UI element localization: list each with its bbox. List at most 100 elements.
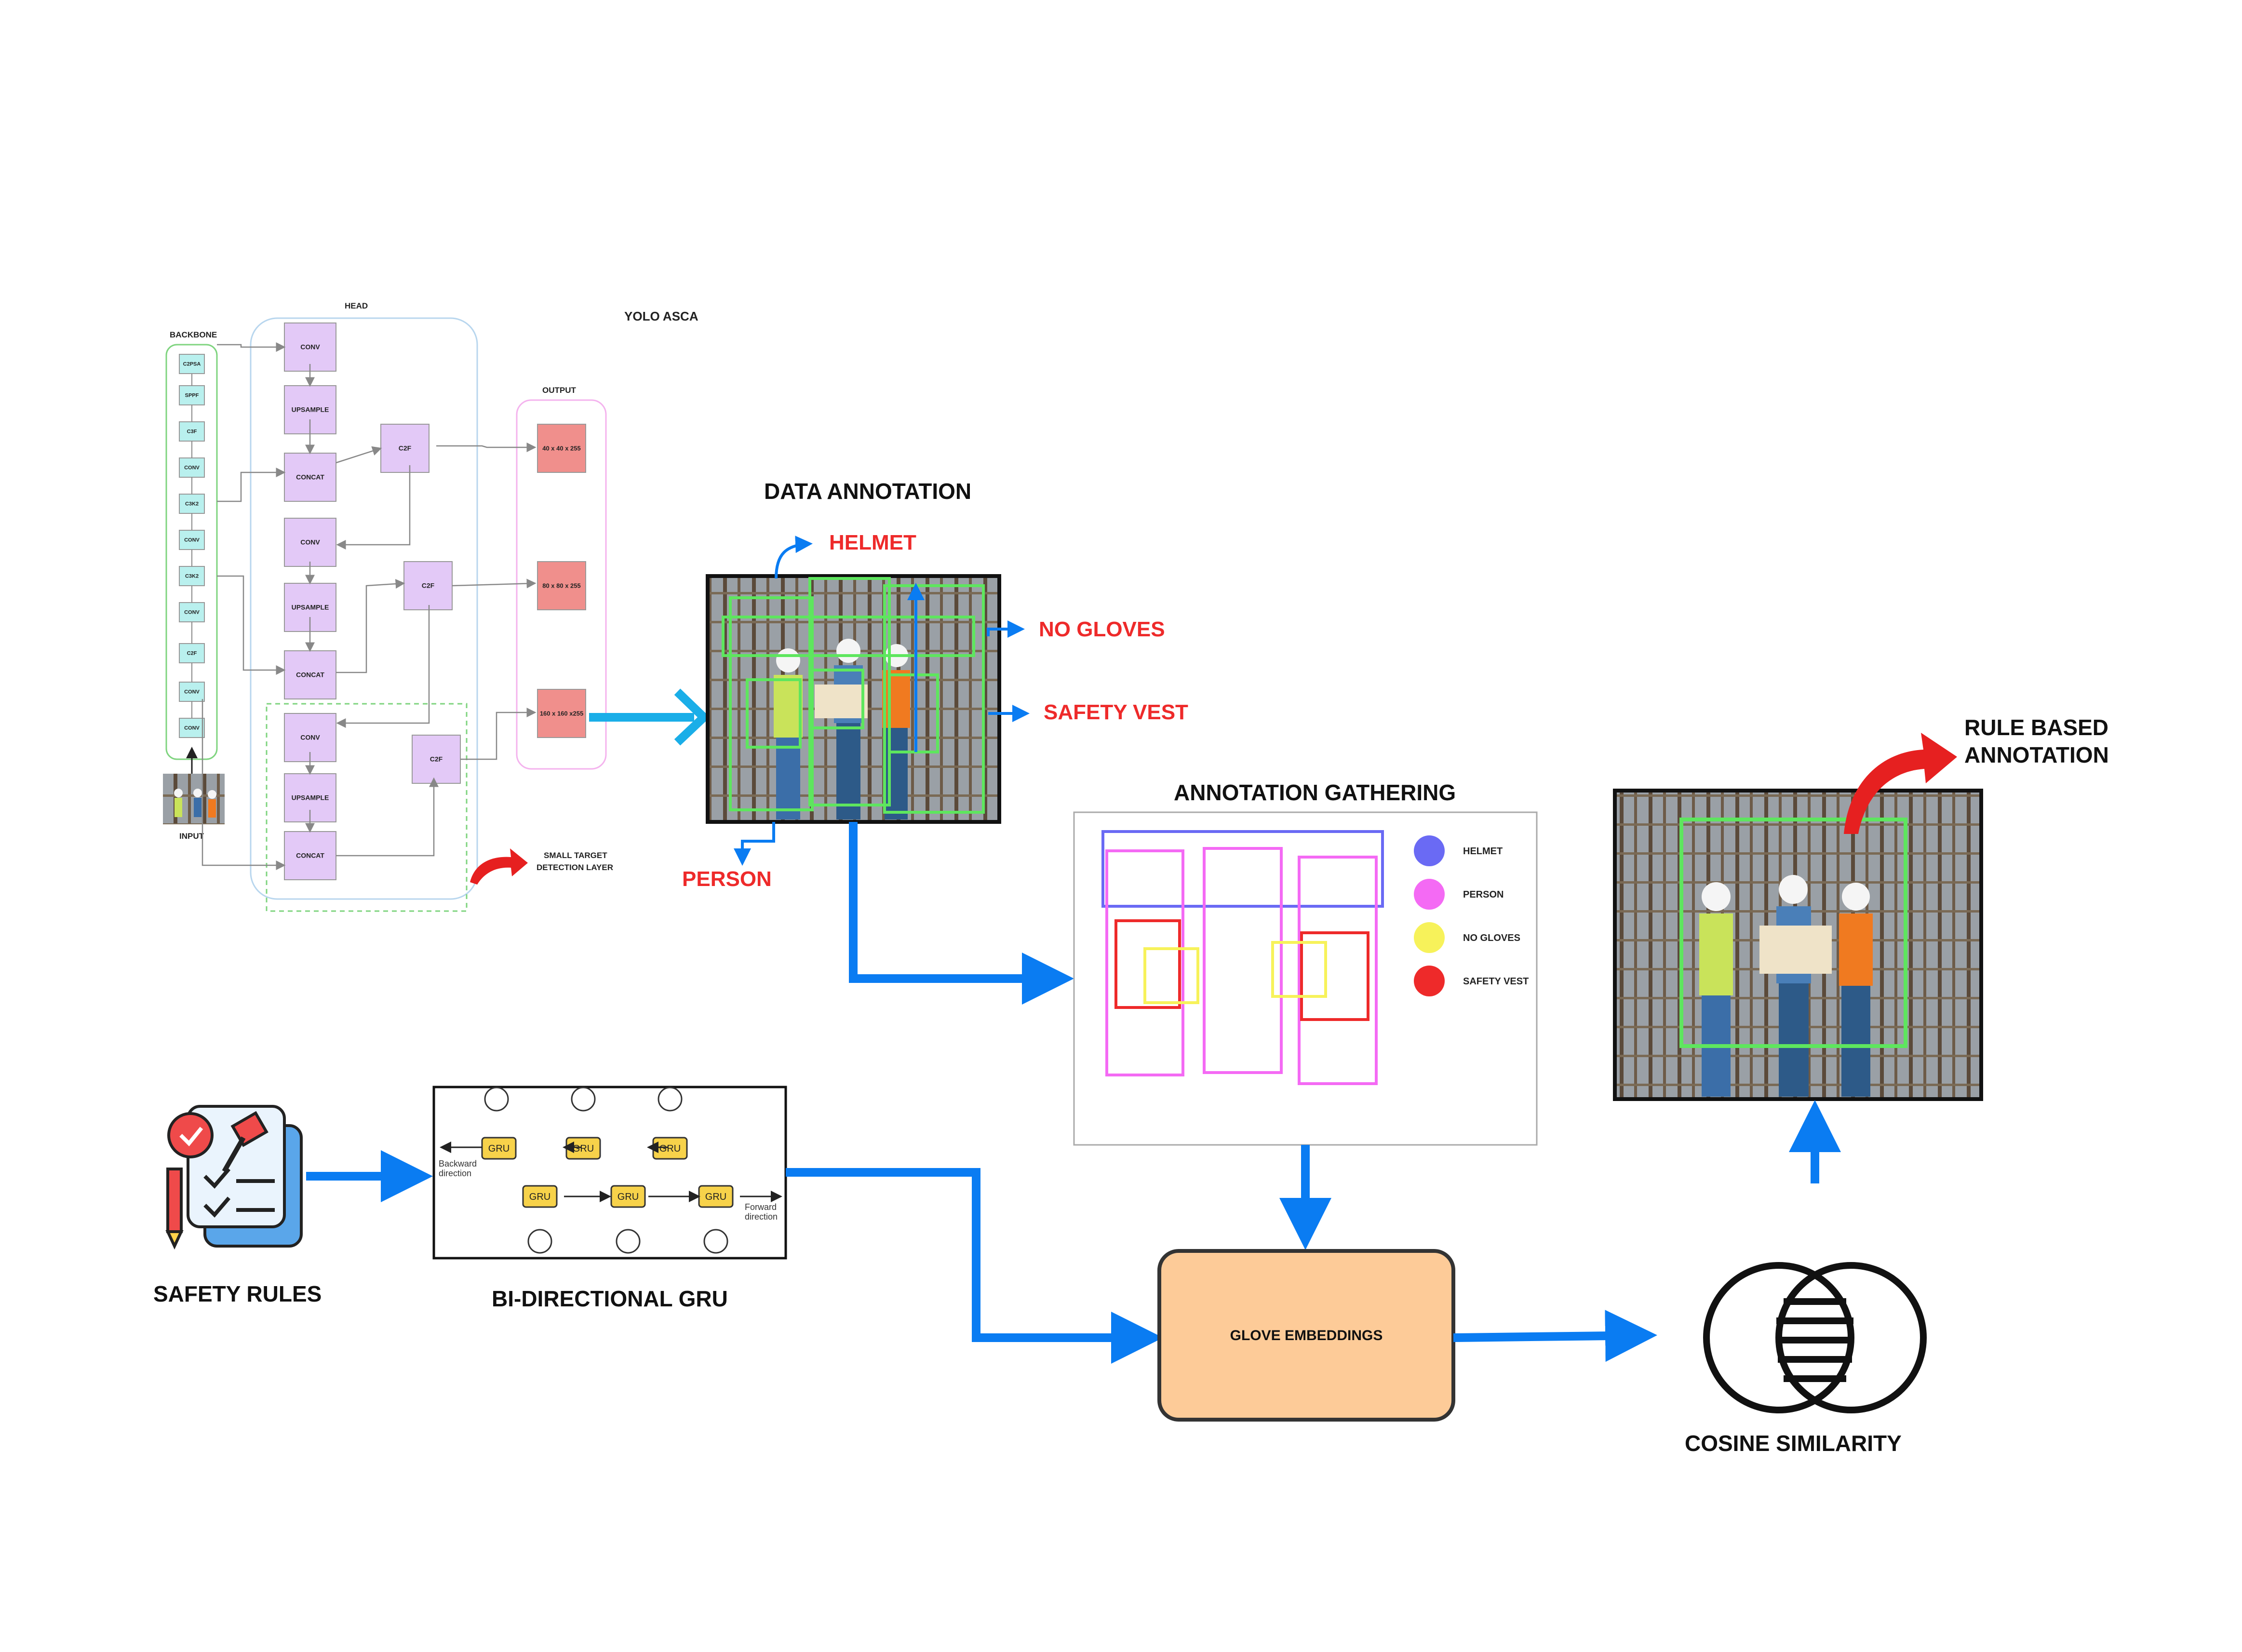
rule-based-label-1: RULE BASED	[1964, 715, 2108, 740]
backbone-label: BACKBONE	[170, 330, 217, 339]
output-container	[516, 399, 607, 770]
legend-swatch	[1414, 879, 1445, 910]
legend-swatch	[1414, 922, 1445, 953]
annotation-callouts	[734, 536, 1030, 866]
annotation-boxes	[722, 577, 985, 814]
gathering-panel	[1073, 811, 1538, 1146]
c2f-block: C2F	[403, 561, 453, 610]
head-block: CONV	[284, 322, 336, 372]
gru-node	[703, 1229, 728, 1254]
output-block-label: 160 x 160 x255	[540, 710, 583, 717]
annotation-to-gathering-arrow	[849, 822, 1074, 1005]
rule-based-section: RULE BASED ANNOTATION	[1613, 715, 2109, 1101]
gru-cell: GRU	[610, 1185, 646, 1208]
head-block-label: CONV	[300, 343, 320, 351]
backbone-block: CONV	[179, 602, 205, 622]
head-block: CONCAT	[284, 831, 336, 880]
glove-to-cosine-arrow	[1453, 1310, 1657, 1362]
safety-rules-icon	[165, 1105, 303, 1250]
cosine-similarity-section: COSINE SIMILARITY	[1685, 1262, 1927, 1456]
safety-rules-label: SAFETY RULES	[153, 1281, 322, 1306]
head-block-label: CONV	[300, 734, 320, 741]
backbone-block-label: C3K2	[185, 501, 199, 507]
head-blocks: CONV UPSAMPLE CONCAT CONV UPSAMPLE CONCAT CONV…	[284, 322, 336, 880]
yolo-to-annotation-arrow	[589, 688, 711, 746]
legend-item: NO GLOVES	[1414, 922, 1520, 953]
head-block-label: CONCAT	[296, 671, 324, 679]
rule-based-arrow-icon	[1844, 733, 1957, 834]
c2f-block: C2F	[380, 424, 430, 473]
c2f-blocks: C2F C2F C2F	[380, 424, 461, 784]
gru-forward-2: direction	[745, 1212, 778, 1222]
backbone-block-label: C2PSA	[183, 362, 201, 367]
c2f-block-label: C2F	[430, 755, 443, 763]
gru-node	[484, 1087, 509, 1112]
gru-to-glove-arrow	[786, 1168, 1163, 1364]
glove-embeddings-box: GLOVE EMBEDDINGS	[1157, 1249, 1455, 1422]
glove-label: GLOVE EMBEDDINGS	[1230, 1328, 1383, 1343]
backbone-block: C3F	[179, 421, 205, 442]
backbone-block-label: C2F	[187, 651, 197, 657]
backbone-block: C2F	[179, 643, 205, 663]
gru-cell: GRU	[481, 1137, 517, 1160]
legend-item: SAFETY VEST	[1414, 966, 1529, 996]
gru-node	[616, 1229, 641, 1254]
data-annotation-title: DATA ANNOTATION	[764, 479, 971, 504]
small-target-arrow-icon	[470, 848, 528, 885]
data-annotation-section: DATA ANNOTATION HELMET NO GLOVES	[682, 479, 1188, 891]
backbone-block: CONV	[179, 682, 205, 702]
output-block: 160 x 160 x255	[537, 689, 586, 738]
backbone-block-label: SPPF	[185, 393, 199, 399]
safety-rules-section: SAFETY RULES	[153, 1105, 322, 1306]
gru-cell-label: GRU	[488, 1143, 510, 1154]
yolo-asca-architecture: YOLO ASCA BACKBONE C2PSASPPFC3FCONVC3K2C…	[163, 301, 698, 912]
output-label: OUTPUT	[542, 386, 577, 395]
backbone-block-label: CONV	[184, 610, 200, 616]
yolo-title: YOLO ASCA	[624, 309, 698, 323]
head-block-label: UPSAMPLE	[292, 794, 329, 802]
legend-swatch	[1414, 966, 1445, 996]
head-block: UPSAMPLE	[284, 583, 336, 632]
legend-item: PERSON	[1414, 879, 1504, 910]
small-target-region	[266, 703, 468, 912]
gru-title: BI-DIRECTIONAL GRU	[492, 1286, 728, 1311]
head-block: CONCAT	[284, 650, 336, 699]
gru-cell-label: GRU	[705, 1192, 726, 1202]
gru-node	[658, 1087, 683, 1112]
legend-item: HELMET	[1414, 835, 1503, 866]
head-block-label: UPSAMPLE	[292, 604, 329, 611]
gru-backward-2: direction	[439, 1168, 471, 1178]
backbone-block: CONV	[179, 457, 205, 478]
backbone-block: CONV	[179, 530, 205, 550]
gru-diagram-frame	[432, 1086, 787, 1260]
head-container	[250, 317, 478, 900]
backbone-block-label: CONV	[184, 689, 200, 695]
gru-node	[571, 1087, 596, 1112]
head-block: CONV	[284, 518, 336, 567]
head-block-label: UPSAMPLE	[292, 406, 329, 414]
backbone-block-label: CONV	[184, 537, 200, 543]
legend-swatch	[1414, 835, 1445, 866]
cosine-label: COSINE SIMILARITY	[1685, 1431, 1902, 1456]
head-block-label: CONCAT	[296, 473, 324, 481]
gathering-legend: HELMET PERSON NO GLOVES SAFETY VEST	[1414, 835, 1529, 996]
backbone-block-label: C3F	[187, 429, 197, 435]
legend-label: HELMET	[1463, 846, 1503, 857]
safety-vest-label: SAFETY VEST	[1044, 700, 1188, 724]
small-target-label-1: SMALL TARGET	[544, 851, 607, 860]
gru-cell: GRU	[652, 1137, 688, 1160]
head-block-label: CONV	[300, 538, 320, 546]
backbone-blocks: C2PSASPPFC3FCONVC3K2CONVC3K2CONVC2FCONVC…	[179, 354, 205, 738]
backbone-block: C3K2	[179, 566, 205, 586]
backbone-block-label: CONV	[184, 465, 200, 471]
gru-node	[527, 1229, 552, 1254]
yolo-connections	[201, 342, 537, 870]
gru-cell-label: GRU	[573, 1143, 594, 1154]
c2f-block-label: C2F	[399, 444, 412, 452]
gru-forward-1: Forward	[745, 1202, 777, 1212]
backbone-block-label: C3K2	[185, 574, 199, 579]
